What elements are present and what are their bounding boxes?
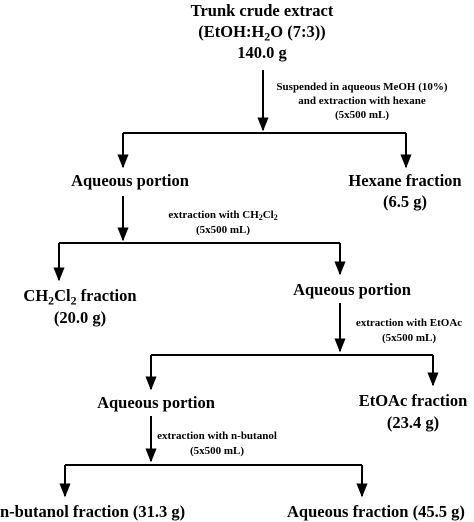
hexane-fraction-name: Hexane fraction [348, 171, 462, 190]
step3-line2: (5x500 mL) [381, 332, 437, 344]
step4-line1: extraction with n-butanol [157, 430, 277, 442]
aqueous-portion-2: Aqueous portion [293, 280, 411, 299]
start-solvent-b: O (7:3)) [270, 22, 326, 41]
start-solvent-sub: 2 [264, 29, 271, 44]
ch2cl2-c: fraction [76, 286, 137, 305]
step2-b: Cl [262, 209, 274, 221]
butanol-fraction: n-butanol fraction (31.3 g) [0, 502, 186, 521]
ch2cl2-a: CH [23, 286, 49, 305]
step1-line2: and extraction with hexane [298, 95, 426, 107]
aqueous-portion-3: Aqueous portion [97, 393, 215, 412]
etoac-fraction-mass: (23.4 g) [386, 413, 440, 432]
hexane-fraction-mass: (6.5 g) [383, 192, 427, 211]
etoac-fraction-name: EtOAc fraction [358, 391, 468, 410]
aqueous-fraction-final: Aqueous fraction (45.5 g) [287, 502, 465, 521]
ch2cl2-fraction-name: CH2Cl2 fraction [23, 286, 137, 308]
step2-sub1: 2 [258, 213, 263, 223]
ch2cl2-sub2: 2 [70, 293, 77, 308]
ch2cl2-b: Cl [54, 286, 71, 305]
start-solvent: (EtOH:H2O (7:3)) [198, 22, 326, 44]
step2-sub2: 2 [273, 213, 278, 223]
step2-line2: (5x500 mL) [195, 224, 251, 236]
step4-line2: (5x500 mL) [189, 445, 245, 457]
start-mass: 140.0 g [237, 43, 287, 62]
step2-a: extraction with CH [168, 209, 259, 221]
step2-line1: extraction with CH2Cl2 [168, 209, 278, 223]
start-title: Trunk crude extract [190, 1, 334, 20]
step1-line3: (5x500 mL) [334, 109, 390, 121]
aqueous-portion-1: Aqueous portion [71, 171, 189, 190]
step1-line1: Suspended in aqueous MeOH (10%) [276, 81, 448, 93]
step3-line1: extraction with EtOAc [355, 317, 463, 329]
start-solvent-a: (EtOH:H [198, 22, 265, 41]
ch2cl2-fraction-mass: (20.0 g) [53, 308, 107, 327]
ch2cl2-sub1: 2 [48, 293, 55, 308]
